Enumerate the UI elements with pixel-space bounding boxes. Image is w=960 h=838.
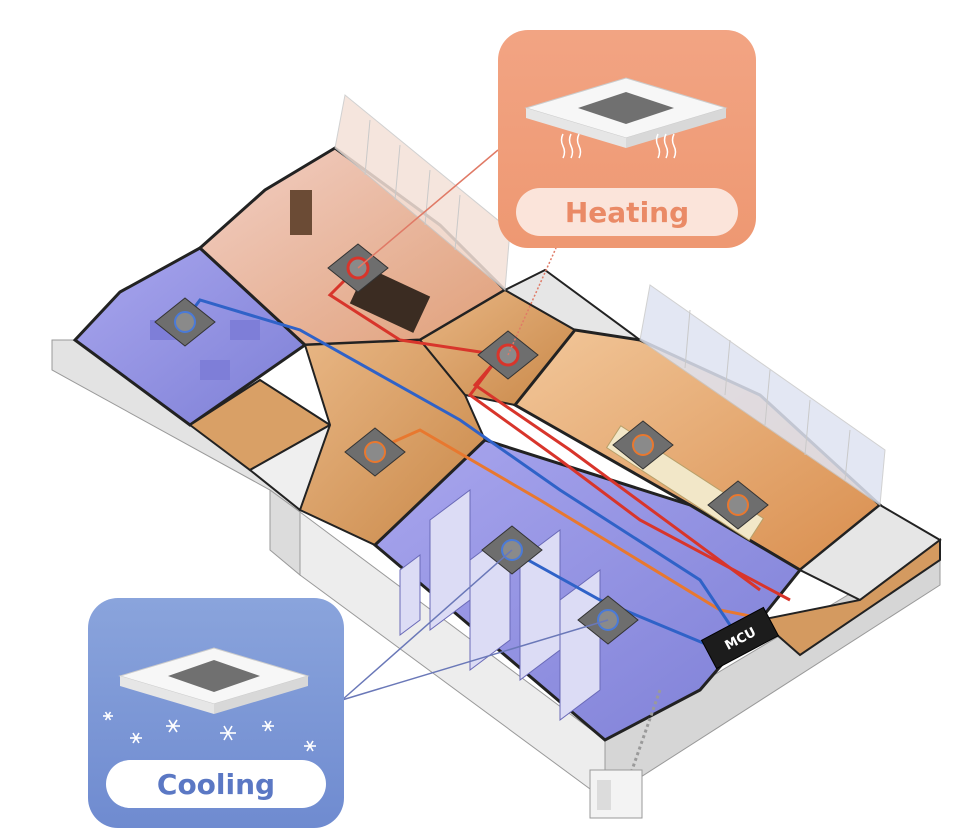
heating-label: Heating [516,188,738,236]
indoor-unit-icon [612,420,674,470]
glass-walls [334,94,886,506]
indoor-unit-icon [707,480,769,530]
indoor-unit-icon [154,297,216,347]
refrigerant-pipes [183,268,791,652]
heating-callout: Heating [498,30,756,248]
cassette-ac-unit-icon [524,77,728,159]
pipe-red-2 [472,349,761,592]
indoor-units [154,243,769,645]
snowflake-icon [103,711,316,752]
indoor-unit-icon [344,427,406,477]
mcu-box: MCU [700,606,780,670]
pipe-blue-2 [509,548,721,652]
cassette-ac-unit-icon [103,647,316,752]
pipe-blue [183,298,742,641]
pipe-orange [374,428,771,622]
cooling-label: Cooling [106,760,326,808]
heat-waves-icon [560,133,677,159]
outdoor-unit-icon [589,689,662,819]
callout-connectors [341,149,609,701]
cooling-callout: Cooling [88,598,344,828]
room-right-lobby [757,538,941,657]
